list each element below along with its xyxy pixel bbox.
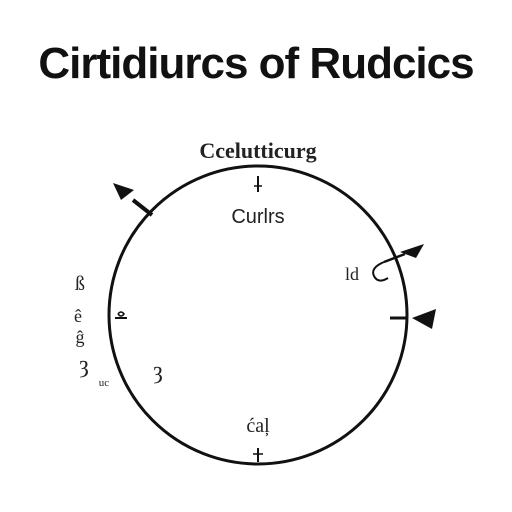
pointer-line-upper-left bbox=[131, 198, 154, 217]
diagram-title: Cirtidiurcs of Rudcics bbox=[38, 39, 474, 88]
pointer-arrow-upper-right bbox=[400, 244, 424, 258]
top-label: Ccelutticurg bbox=[199, 138, 316, 163]
left-label-upper: ß bbox=[75, 273, 85, 295]
bottom-label: ćaļ bbox=[246, 415, 270, 437]
pointer-arrow-right bbox=[412, 309, 436, 329]
left-label-mid2: ĝ bbox=[76, 327, 85, 347]
pointer-line-upper-right bbox=[383, 252, 406, 264]
pointer-arrow-upper-left bbox=[113, 183, 134, 200]
main-circle bbox=[107, 164, 409, 466]
left-label-small: uc bbox=[99, 377, 110, 389]
pointer-hook-upper-right bbox=[372, 261, 389, 282]
right-label: ld bbox=[345, 264, 359, 284]
mark-left-inner bbox=[117, 311, 125, 317]
center-label: Curlrs bbox=[231, 206, 284, 228]
left-label-mid1: ê bbox=[74, 306, 82, 326]
left-label-lower: ȝ bbox=[79, 352, 88, 378]
inner-left-label: ȝ bbox=[153, 358, 162, 384]
